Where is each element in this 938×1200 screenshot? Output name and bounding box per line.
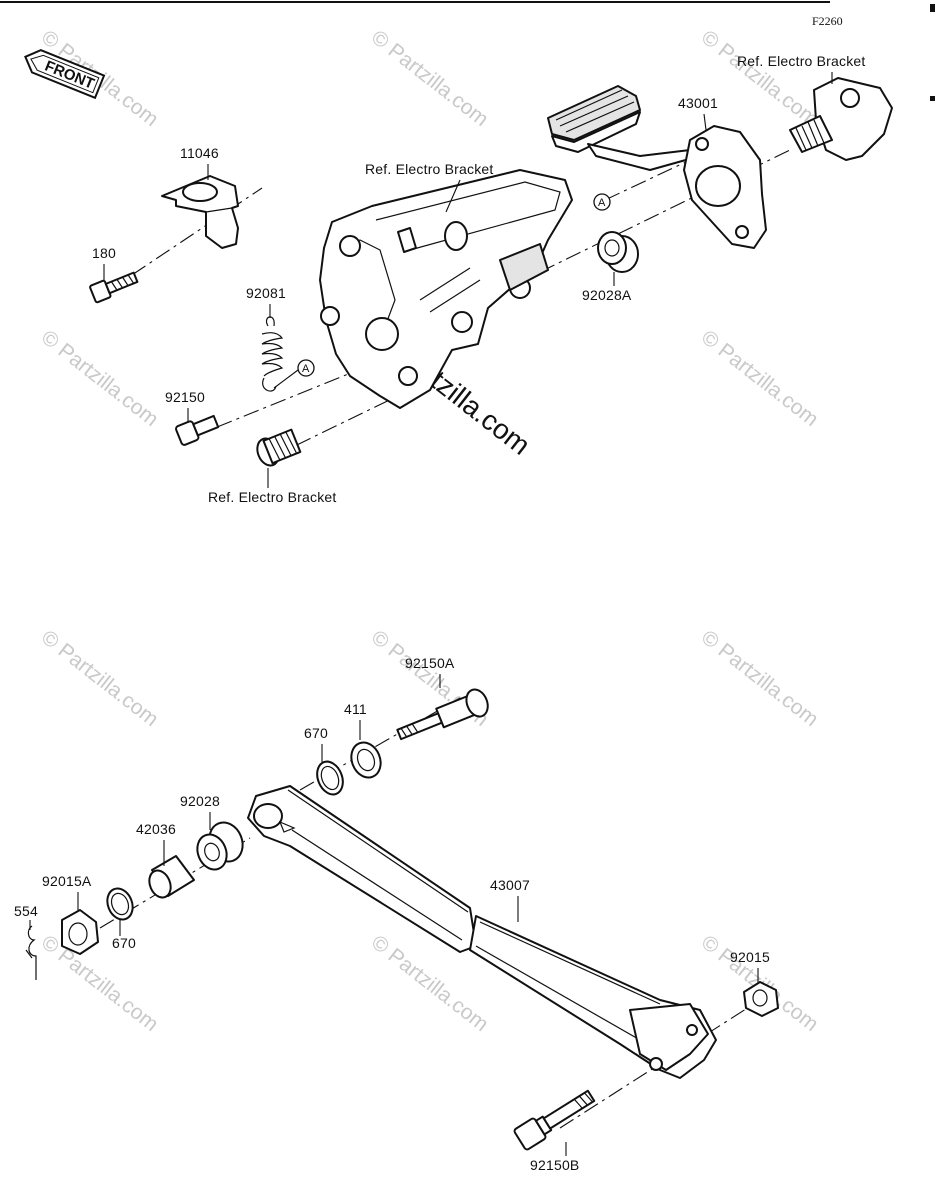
label-92081: 92081 [246,285,286,301]
label-554: 554 [14,903,38,919]
label-670-upper: 670 [304,725,328,741]
label-92015A: 92015A [42,873,92,889]
spring-92081 [261,316,284,392]
collar-92028A [597,231,639,273]
label-92028A: 92028A [582,287,632,303]
tie-rod-43007 [247,785,717,1079]
bolt-180 [89,271,139,304]
watermark-5: © Partzilla.com [697,326,823,431]
label-42036: 42036 [136,821,176,837]
label-670-lower: 670 [112,935,136,951]
label-11046: 11046 [180,145,219,161]
watermark-6: © Partzilla.com [37,626,163,731]
watermark-9: © Partzilla.com [37,931,163,1036]
watermark-2: © Partzilla.com [367,26,493,131]
bolt-92150B [513,1089,596,1151]
washer-670-upper [316,760,344,796]
label-411: 411 [344,701,367,717]
watermark-4: © Partzilla.com [37,326,163,431]
bracket-11046 [161,175,239,249]
label-180: 180 [92,245,116,261]
nut-92015 [743,981,779,1017]
label-92150: 92150 [165,389,205,405]
brake-pedal-43001 [547,85,767,249]
electro-bracket-top-right [789,77,893,161]
svg-text:A: A [302,363,310,375]
label-ref-bracket-center: Ref. Electro Bracket [365,161,494,177]
label-92150A: 92150A [405,655,455,671]
label-92015: 92015 [730,949,770,965]
watermark-3: © Partzilla.com [697,26,823,131]
label-92150B: 92150B [530,1157,579,1173]
nut-92015A [61,909,99,955]
label-92028: 92028 [180,793,220,809]
bolt-92150A [396,688,489,741]
label-43001: 43001 [678,95,718,111]
pivot-bolt [256,428,302,467]
svg-text:A: A [598,197,606,209]
figure-code: F2260 [812,14,843,28]
label-43007: 43007 [490,877,530,893]
top-border [0,1,935,101]
label-ref-bracket-top-right: Ref. Electro Bracket [737,53,866,69]
bolt-92150 [175,414,220,446]
marker-a-upper: A [593,193,611,211]
sleeve-42036 [148,855,195,899]
electro-bracket-center [319,169,573,409]
washer-411 [350,741,382,779]
collar-92028 [196,821,244,871]
label-ref-bracket-bottom: Ref. Electro Bracket [208,489,337,505]
washer-670-lower [106,887,134,921]
cotter-pin-554 [25,925,37,980]
watermark-8: © Partzilla.com [697,626,823,731]
marker-a-spring: A [297,359,315,377]
